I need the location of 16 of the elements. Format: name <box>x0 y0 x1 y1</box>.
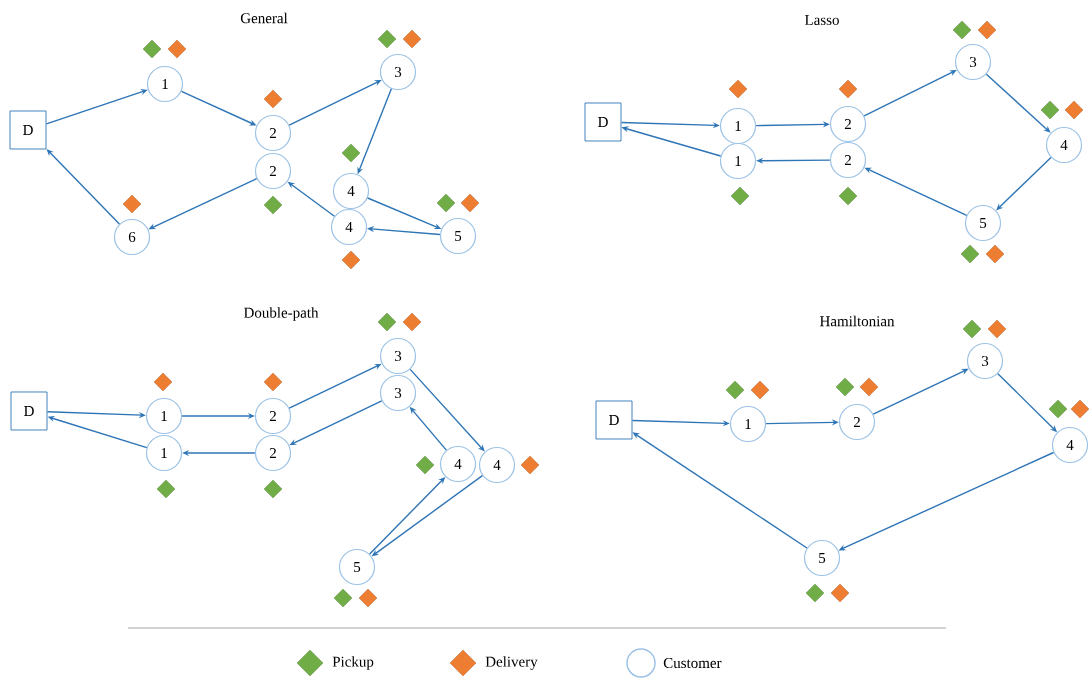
panel-title: Lasso <box>804 15 839 25</box>
depot-box: D <box>595 400 633 440</box>
panel-title: Double-path <box>243 307 319 321</box>
panel-title: General <box>240 12 288 24</box>
arrow <box>985 73 1051 133</box>
legend-label: Customer <box>663 657 722 669</box>
panel-title: Hamiltonian <box>819 315 895 327</box>
arrow <box>46 149 121 225</box>
depot-box: D <box>584 102 622 142</box>
arrow <box>367 226 441 236</box>
arrow <box>863 70 957 117</box>
arrow <box>409 368 485 452</box>
depot-box: D <box>10 391 48 431</box>
legend-label: Delivery <box>485 656 538 670</box>
depot-box: D <box>9 110 47 150</box>
legend-label: Pickup <box>332 656 374 670</box>
